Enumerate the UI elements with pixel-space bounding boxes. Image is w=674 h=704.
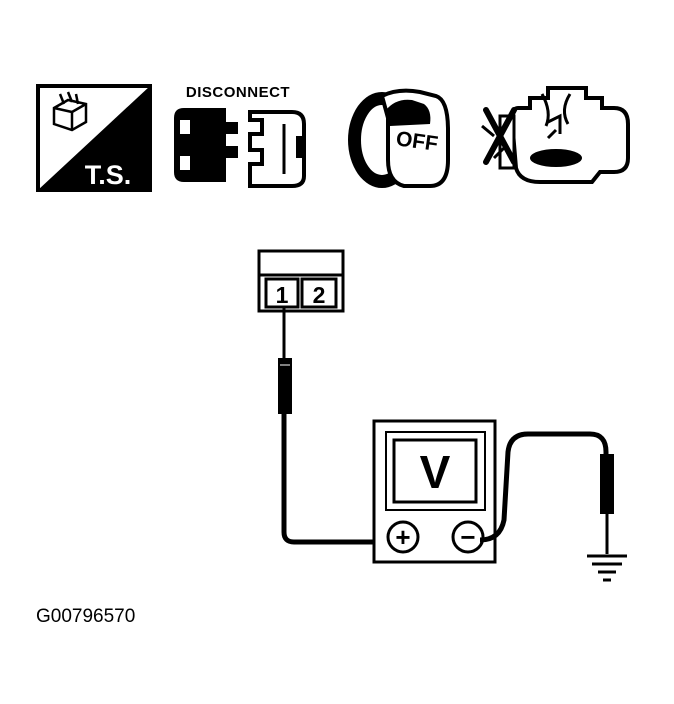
- negative-terminal: [451, 520, 485, 554]
- figure-id: G00796570: [36, 606, 136, 627]
- positive-terminal-sign: +: [395, 522, 410, 552]
- negative-terminal-sign: −: [460, 522, 475, 552]
- terminal-1: [264, 277, 300, 309]
- ground-symbol-icon: [587, 554, 627, 582]
- engine-off-icon: [481, 86, 630, 184]
- positive-probe-lead: [278, 308, 390, 545]
- terminal-2: [300, 277, 338, 309]
- terminal-1-label: 1: [276, 282, 289, 308]
- terminal-2-label: 2: [313, 282, 326, 308]
- ts-label: T.S.: [85, 160, 132, 190]
- voltmeter-icon: V + −: [372, 419, 497, 564]
- connector-disconnect-icon: DISCONNECT: [174, 84, 306, 188]
- voltmeter-label: V: [420, 446, 451, 498]
- positive-terminal: [386, 520, 420, 554]
- negative-probe-lead: [479, 431, 614, 554]
- troubleshooting-icon: T.S.: [36, 84, 152, 192]
- ignition-key-off-icon: OFF: [348, 88, 450, 188]
- harness-connector: 1 2: [257, 249, 345, 313]
- disconnect-label: DISCONNECT: [186, 84, 290, 101]
